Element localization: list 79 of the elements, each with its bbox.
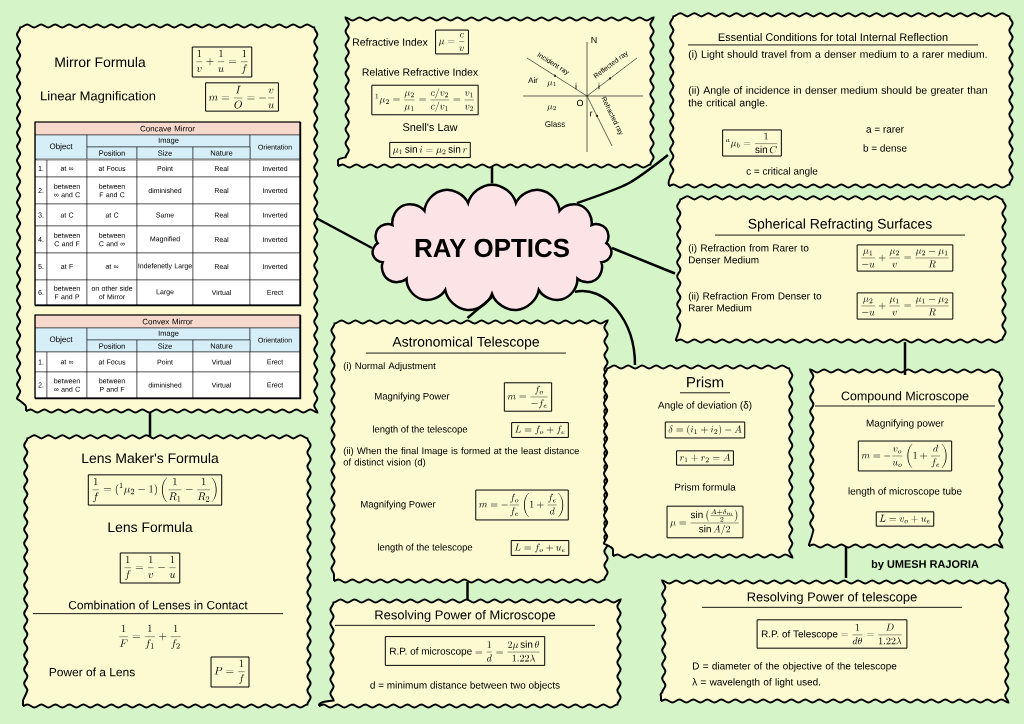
heading: d = minimum distance between two objects [370, 681, 560, 691]
title-cloud: RAY OPTICS [371, 183, 613, 312]
heading: Mirror Formula [55, 56, 146, 68]
formula-box: $\frac{\mu_1}{-u}+\frac{\mu_2}{v}=\frac{\mu_2-\mu_1}{R}$ [856, 244, 954, 272]
heading: c = critical angle [746, 167, 818, 177]
heading: Lens Formula [108, 521, 193, 533]
diagram-label: N [591, 36, 597, 44]
heading: Prism formula [675, 483, 736, 491]
note-card [336, 16, 655, 169]
author-credit: by UMESH RAJORIA [871, 559, 979, 571]
heading: Linear Magnification [41, 90, 156, 104]
diagram-label: O [576, 99, 584, 107]
formula-box: $L=f_o+u_e$ [510, 540, 570, 556]
heading: Angle of deviation (δ) [657, 401, 752, 411]
heading: Essential Conditions for total Internal Reflection [718, 33, 948, 41]
diagram-label: i [598, 82, 600, 90]
note-card [22, 434, 312, 709]
table [34, 314, 302, 400]
formula-box: $L=f_o+f_e$ [511, 422, 569, 438]
heading: a = rarer [866, 127, 904, 133]
formula-box: $P=\frac{1}{f}$ [210, 656, 250, 688]
note-card [667, 12, 1014, 189]
heading: Snell's Law [402, 123, 458, 131]
formula-box: ${}^{a}\mu_{b}=\frac{1}{\sin C}$ [722, 129, 782, 157]
note-card [603, 364, 794, 559]
formula-box: $\mu=\frac{c}{v}$ [435, 29, 469, 55]
heading: Prism [687, 376, 724, 388]
heading: Magnifying Power [375, 392, 450, 402]
heading: Lens Maker's Formula [82, 452, 219, 464]
formula-box: $m=-\frac{f_o}{f_e}\left(1+\frac{f_e}{d}\right)$ [475, 489, 569, 521]
formula-box: $L=v_o+u_e$ [875, 511, 935, 527]
note-card [675, 195, 1007, 344]
heading: Resolving Power of telescope [747, 591, 917, 605]
formula-box: ${}^{1}\mu_{2}=\frac{\mu_2}{\mu_1}=\frac{c/v_2}{c/v_1}=\frac{v_1}{v_2}$ [371, 84, 479, 116]
note-card [808, 368, 1004, 549]
heading: Refractive Index [353, 38, 428, 46]
formula-box: $\frac{1}{f}=({}^{1}\mu_{2}-1)\left(\frac{1}{R_1}-\frac{1}{R_2}\right)$ [87, 474, 223, 506]
heading: b = dense [863, 144, 907, 152]
formula-box: $m=-\frac{v_o}{u_o}\left(1+\frac{d}{f_e}\right)$ [857, 440, 953, 472]
note-text: (ii) When the final Image is formed at the least distance of distinct vision (d) [343, 447, 579, 468]
heading: Combination of Lenses in Contact [68, 600, 248, 610]
formula-box: $\frac{\mu_2}{-u}+\frac{\mu_1}{v}=\frac{\mu_1-\mu_2}{R}$ [856, 292, 954, 320]
note-text: (ii) Angle of incidence in denser medium should be greater than the critical angle. [688, 86, 987, 109]
formula-box: $m=\frac{I}{O}=-\frac{v}{u}$ [205, 82, 279, 112]
formula-box: R.P. of Telescope $=\frac{1}{d\theta}=\frac{D}{1.22\lambda}$ [756, 619, 908, 649]
formula-box: $\mu=\frac{\sin\left(\frac{A+\delta_m}{2}\right)}{\sin A/2}$ [666, 505, 744, 539]
heading: Magnifying Power [361, 500, 436, 510]
formula-box: $\frac{1}{f}=\frac{1}{v}-\frac{1}{u}$ [119, 552, 181, 584]
formula-box: R.P. of microscope $=\frac{1}{d}=\frac{2\mu\sin\theta}{1.22\lambda}$ [384, 636, 546, 666]
heading: Relative Refractive Index [362, 68, 478, 76]
note-text: (i) Refraction from Rarer to Denser Medium [688, 244, 809, 264]
note-text: (ii) Refraction From Denser to Rarer Medium [688, 292, 822, 312]
formula-box: $\mu_1\sin i=\mu_2\sin r$ [389, 141, 471, 159]
formula-box: $r_1+r_2=A$ [676, 450, 734, 466]
formula-box: $m=\frac{f_o}{-f_e}$ [503, 382, 553, 412]
note-card [330, 319, 609, 584]
heading: length of the telescope [378, 543, 473, 553]
heading: Spherical Refracting Surfaces [748, 218, 932, 232]
heading: Resolving Power of Microscope [375, 609, 556, 623]
note-text: λ = wavelength of light used. [692, 678, 821, 688]
note-text: (i) Light should travel from a denser medium to a rarer medium. [688, 50, 987, 60]
formula-box: $\frac{1}{v}+\frac{1}{u}=\frac{1}{f}$ [191, 46, 253, 78]
note-card [318, 598, 622, 709]
diagram-label: i [575, 82, 577, 90]
heading: length of microscope tube [848, 487, 962, 497]
note-text: D = diameter of the objective of the telescope [693, 662, 897, 672]
note-card [659, 579, 1010, 704]
formula-box: $\delta=(i_1+i_2)-A$ [664, 421, 746, 439]
heading: Compound Microscope [841, 391, 969, 403]
diagram-label: $\mu_1$ [547, 81, 556, 87]
table [34, 121, 302, 307]
heading: Magnifying power [866, 419, 944, 429]
diagram-label: r [590, 111, 593, 117]
heading: length of the telescope [373, 425, 468, 435]
heading: Power of a Lens [49, 667, 135, 677]
heading: Astronomical Telescope [392, 336, 539, 350]
note-text: (i) Normal Adjustment [343, 362, 436, 371]
diagram-label: $\mu_2$ [547, 105, 556, 111]
formula: $\frac{1}{F}=\frac{1}{f_1}+\frac{1}{f_2}$ [119, 624, 181, 650]
